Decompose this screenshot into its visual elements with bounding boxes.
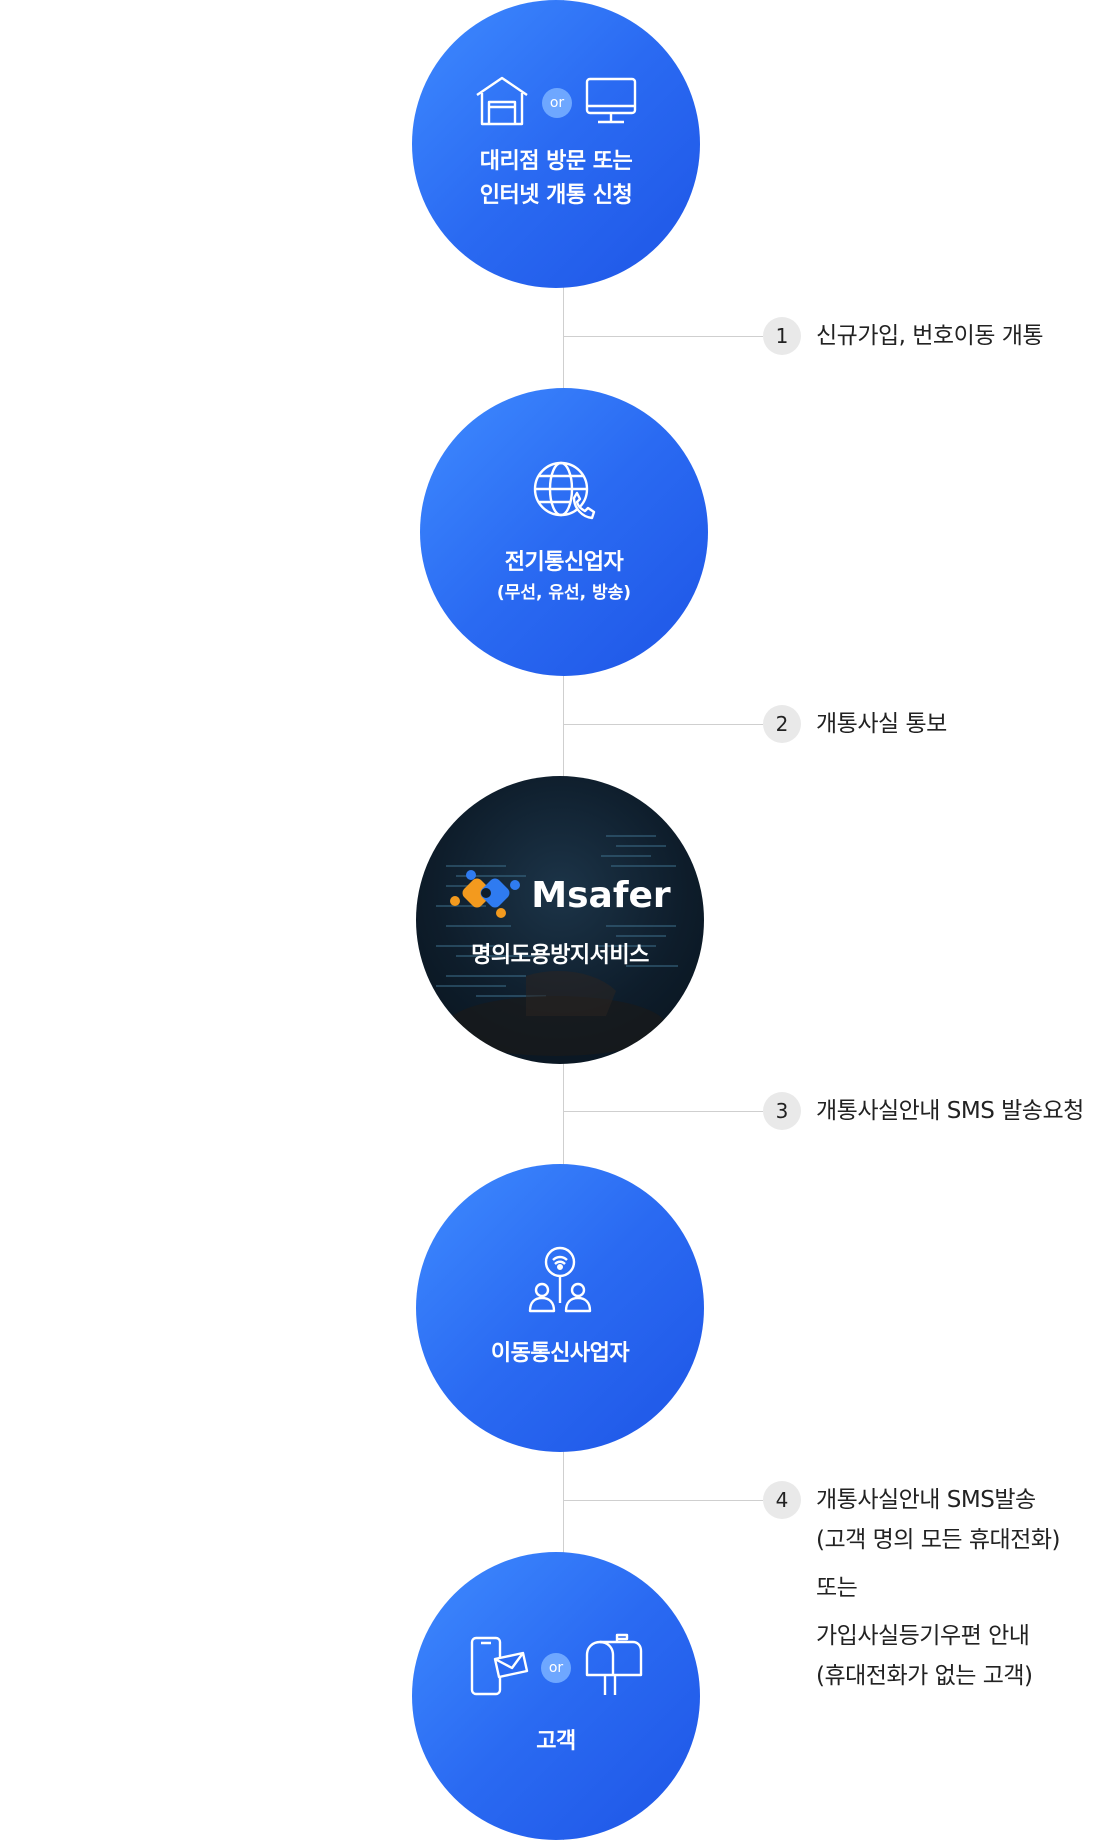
node-customer: or 고객 xyxy=(412,1552,700,1840)
step-1-connector xyxy=(563,336,763,337)
telecom-subtitle: (무선, 유선, 방송) xyxy=(496,583,632,603)
step-4-text: 개통사실안내 SMS발송 (고객 명의 모든 휴대전화) 또는 가입사실등기우편… xyxy=(816,1480,1060,1696)
step-1-line: 신규가입, 번호이동 개통 xyxy=(816,323,1044,349)
phone-mail-icon xyxy=(469,1635,529,1701)
step-1-badge: 1 xyxy=(763,317,801,355)
step-3-text: 개통사실안내 SMS 발송요청 xyxy=(816,1091,1084,1131)
step-2-text: 개통사실 통보 xyxy=(816,704,947,744)
store-icon xyxy=(474,75,530,131)
msafer-brand-name: Msafer xyxy=(531,874,671,916)
step-3-connector xyxy=(563,1111,763,1112)
mobile-title: 이동통신사업자 xyxy=(490,1341,630,1366)
step-4-line-5: (휴대전화가 없는 고객) xyxy=(816,1663,1033,1689)
msafer-brand: Msafer xyxy=(449,867,671,923)
mobile-icons xyxy=(524,1245,596,1319)
telecom-icons xyxy=(530,458,598,528)
step-2-line: 개통사실 통보 xyxy=(816,711,947,737)
customer-title: 고객 xyxy=(536,1729,576,1754)
msafer-logo-icon xyxy=(449,867,521,923)
node-mobile: 이동통신사업자 xyxy=(416,1164,704,1452)
step-3-badge: 3 xyxy=(763,1092,801,1130)
telecom-title: 전기통신업자 xyxy=(504,550,624,575)
step-4-badge: 4 xyxy=(763,1481,801,1519)
network-users-icon xyxy=(524,1245,596,1319)
step-1-text: 신규가입, 번호이동 개통 xyxy=(816,316,1044,356)
node-msafer: Msafer 명의도용방지서비스 xyxy=(416,776,704,1064)
mailbox-icon xyxy=(583,1633,643,1703)
or-badge: or xyxy=(542,88,572,118)
code-background xyxy=(436,835,678,1056)
customer-icons: or xyxy=(469,1633,643,1703)
step-2-connector xyxy=(563,724,763,725)
step-3-line: 개통사실안내 SMS 발송요청 xyxy=(816,1098,1084,1124)
node-apply: or 대리점 방문 또는 인터넷 개통 신청 xyxy=(412,0,700,288)
monitor-icon xyxy=(584,75,638,131)
step-4-line-4: 가입사실등기우편 안내 xyxy=(816,1623,1030,1649)
apply-label-line1: 대리점 방문 또는 xyxy=(479,149,633,174)
apply-icons: or xyxy=(474,75,638,131)
globe-phone-icon xyxy=(530,458,598,528)
node-telecom: 전기통신업자 (무선, 유선, 방송) xyxy=(420,388,708,676)
step-4-line-1: 개통사실안내 SMS발송 xyxy=(816,1487,1036,1513)
or-badge-customer: or xyxy=(541,1653,571,1683)
step-4-line-2: (고객 명의 모든 휴대전화) xyxy=(816,1527,1060,1553)
msafer-title: 명의도용방지서비스 xyxy=(471,943,649,968)
step-4-line-3: 또는 xyxy=(816,1575,858,1601)
step-4-connector xyxy=(563,1500,763,1501)
apply-label-line2: 인터넷 개통 신청 xyxy=(479,183,633,208)
step-2-badge: 2 xyxy=(763,705,801,743)
